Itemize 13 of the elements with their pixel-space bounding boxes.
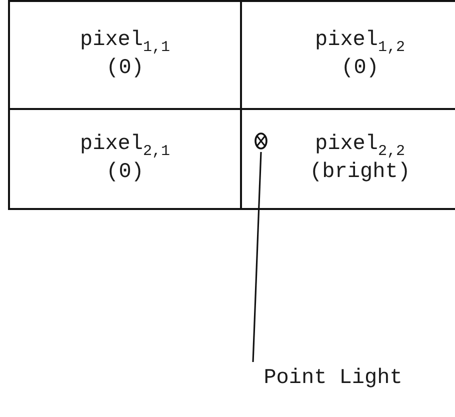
pixel-name: pixel$_{1,1}$ xyxy=(80,28,170,55)
pixel-cell xyxy=(8,108,242,210)
pixel-cell xyxy=(8,0,242,110)
point-light-marker xyxy=(254,132,268,150)
pixel-name: pixel$_{1,2}$ xyxy=(314,28,406,55)
point-light-label: Point Light xyxy=(264,366,402,392)
pixel-value: (bright) xyxy=(310,160,410,186)
leader-line xyxy=(252,152,262,362)
pixel-value: (0) xyxy=(106,56,144,82)
pixel-value: (0) xyxy=(106,160,144,186)
pixel-name: pixel$_{2,1}$ xyxy=(80,132,170,159)
pixel-name: pixel$_{2,2}$ xyxy=(314,132,406,159)
pixel-value: (0) xyxy=(341,56,379,82)
